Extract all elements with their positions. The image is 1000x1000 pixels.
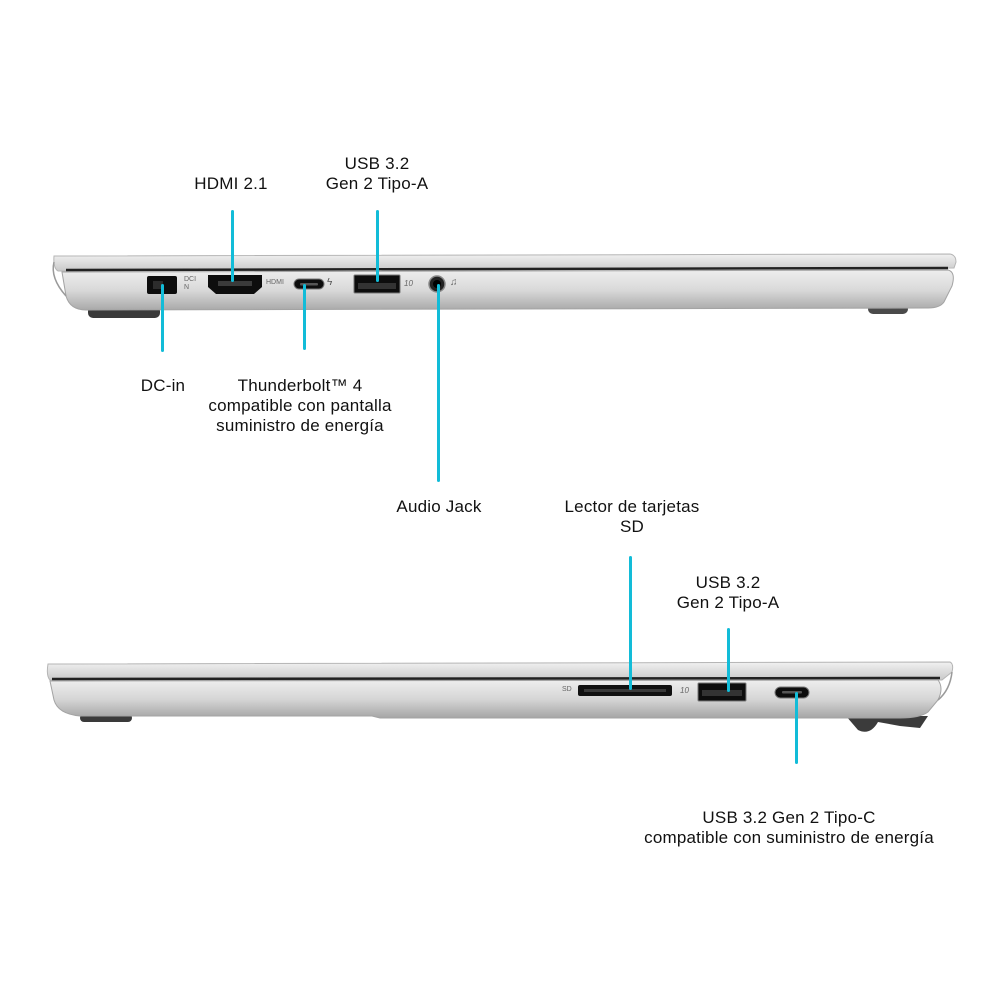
leader-thunderbolt	[303, 284, 306, 350]
leader-dc-in	[161, 284, 164, 352]
lid-bottom	[46, 661, 954, 681]
thunderbolt-icon: ϟ	[327, 277, 333, 288]
lid-gap-bottom	[51, 676, 941, 681]
label-audio-jack: Audio Jack	[396, 497, 482, 516]
headset-icon: ♫	[450, 277, 458, 288]
label-hdmi: HDMI 2.1	[194, 174, 268, 193]
leader-hdmi	[231, 210, 234, 282]
label-sd-reader: Lector de tarjetas SD	[564, 497, 700, 536]
right-foot-bottom	[846, 716, 928, 732]
usb-speed-engraving: 10	[404, 279, 413, 288]
leader-usb-c	[795, 692, 798, 764]
base	[61, 269, 954, 311]
hinge-curve-right	[937, 671, 953, 701]
dc-engraving: DCIN	[184, 276, 197, 291]
hinge-curve	[52, 261, 67, 297]
sd-engraving: SD	[562, 686, 572, 693]
usb-speed-engraving-right: 10	[680, 686, 689, 695]
label-usb-a-bottom: USB 3.2 Gen 2 Tipo-A	[676, 573, 780, 612]
label-usb-c: USB 3.2 Gen 2 Tipo-C compatible con sumi…	[644, 808, 934, 847]
label-thunderbolt: Thunderbolt™ 4 compatible con pantalla s…	[208, 376, 392, 435]
label-usb-a-top: USB 3.2 Gen 2 Tipo-A	[325, 154, 429, 193]
label-dc-in: DC-in	[140, 376, 186, 395]
hdmi-engraving: HDMI	[266, 279, 284, 286]
leader-usb-a-bottom	[727, 628, 730, 692]
lid-gap	[65, 266, 949, 272]
base-bottom	[49, 679, 942, 719]
leader-usb-a-top	[376, 210, 379, 282]
leader-audio	[437, 284, 440, 482]
leader-sd	[629, 556, 632, 690]
